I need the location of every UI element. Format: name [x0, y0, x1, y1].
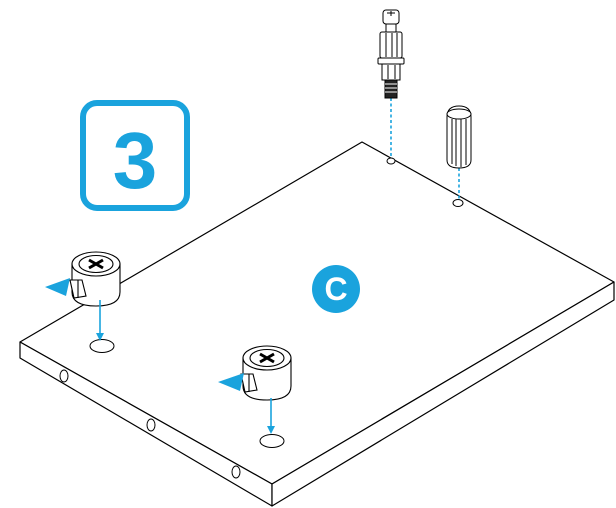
face-holes [89, 157, 464, 448]
cam-lock-guide-left [96, 300, 104, 341]
dowel-icon [446, 105, 472, 169]
panel-right-edge [271, 281, 615, 507]
cam-hole-left [89, 339, 115, 353]
panel-label-badge: C [312, 265, 360, 313]
bolt-hole [386, 157, 396, 165]
cam-lock-guide-front [267, 398, 275, 434]
screw-bolt-icon [377, 9, 405, 99]
step-number-badge: 3 [80, 100, 190, 211]
arrow-pointer-front [218, 373, 244, 391]
edge-hole [146, 418, 156, 432]
guide-lines [390, 98, 460, 200]
edge-hole [59, 369, 69, 383]
edge-hole [231, 465, 241, 479]
arrow-pointer-left [45, 278, 70, 296]
edge-holes [59, 369, 241, 479]
step-number: 3 [113, 116, 158, 205]
dowel-hole [452, 199, 464, 207]
panel-board [19, 141, 615, 507]
cam-lock-icon [69, 251, 121, 307]
cam-lock-icon [240, 345, 292, 401]
cam-hole-front [259, 434, 285, 448]
panel-label: C [324, 271, 347, 307]
